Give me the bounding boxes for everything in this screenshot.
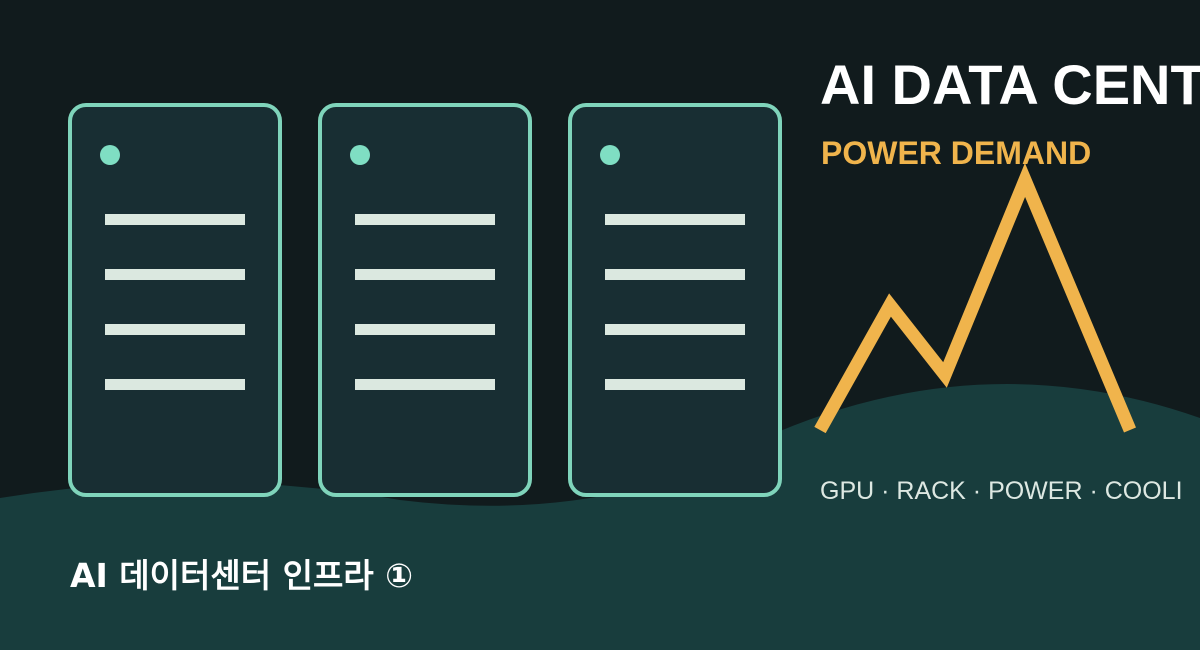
ground-hill [0,384,1200,650]
rack-slot [105,269,245,280]
rack-slot [605,379,745,390]
series-caption: AI 데이터센터 인프라 ① [70,556,414,595]
server-rack-2 [318,103,532,497]
server-rack-3 [568,103,782,497]
power-demand-zigzag-icon [814,163,1136,434]
rack-slot [605,269,745,280]
rack-slot [355,214,495,225]
rack-slot [605,214,745,225]
rack-slot [605,324,745,335]
topic-tags: GPU · RACK · POWER · COOLI [820,477,1183,505]
status-led-icon [350,145,370,165]
page-subtitle: POWER DEMAND [821,135,1092,171]
page-title: AI DATA CENT [820,53,1200,116]
rack-slot [355,269,495,280]
rack-slot [355,324,495,335]
rack-slot [105,324,245,335]
rack-slot [355,379,495,390]
status-led-icon [600,145,620,165]
rack-slot [105,379,245,390]
status-led-icon [100,145,120,165]
rack-slot [105,214,245,225]
server-rack-1 [68,103,282,497]
